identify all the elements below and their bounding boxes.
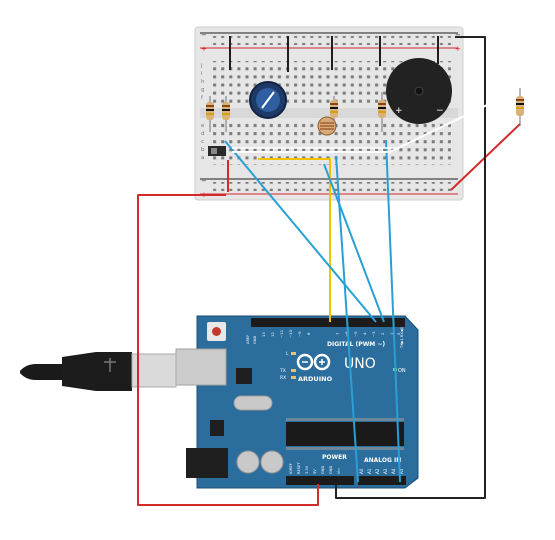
digital-header (251, 318, 405, 327)
row-letter: e (201, 123, 205, 129)
capacitor (236, 450, 260, 474)
resistor[interactable] (206, 96, 214, 132)
digital-pin-label: 7 (335, 332, 340, 335)
digital-pin-label: 0 (396, 332, 401, 335)
resistor[interactable] (516, 88, 524, 126)
on-led-label: ON (398, 368, 406, 374)
power-label: POWER (322, 454, 347, 461)
wire-blue-analog-a0[interactable] (335, 155, 359, 483)
row-letter: c (201, 139, 204, 145)
digital-pin-label: ~11 (279, 329, 284, 338)
regulator (210, 420, 224, 436)
crystal (233, 395, 273, 411)
arduino-uno-board[interactable]: ARDUINO UNO DIGITAL (PWM ~) ANALOG IN PO… (175, 315, 419, 489)
power-pin-label: Vin (337, 468, 341, 474)
capacitor (260, 450, 284, 474)
power-pin-label: GND (329, 466, 333, 474)
resistor[interactable] (222, 96, 230, 132)
wire-blue-digital[interactable] (224, 140, 377, 323)
analog-pin-labels: A0 A1 A2 A3 A4 A5 (359, 468, 404, 474)
wire-blue-analog[interactable] (385, 139, 401, 483)
row-letter: f (201, 95, 204, 101)
breadboard-jumpers (227, 36, 439, 192)
led-rx-label: RX (280, 375, 286, 381)
rail-minus-label: − (201, 31, 207, 39)
digital-pin-label: ~9 (297, 331, 302, 337)
row-letters-top: j i h g f (200, 63, 205, 101)
analog-header (358, 476, 406, 485)
piezo-buzzer[interactable]: + − (386, 58, 452, 124)
digital-pin-label: ~3 (371, 331, 376, 337)
row-letter: b (201, 147, 205, 153)
wires (137, 36, 521, 506)
potentiometer[interactable] (249, 81, 287, 119)
atmega-chip (286, 422, 404, 446)
photoresistor[interactable] (317, 116, 337, 136)
power-header (286, 476, 354, 485)
aref-label: AREF (246, 335, 250, 344)
arduino-logo-text: ARDUINO (298, 375, 333, 383)
rail-plus-label: + (201, 45, 207, 53)
wire-red-5v[interactable] (137, 194, 319, 506)
analog-pin-label: A4 (391, 468, 396, 474)
analog-pin-label: A1 (367, 468, 372, 474)
txrx-label: TX▶1 RX◀0 (400, 326, 404, 349)
digital-pin-label: 13 (261, 332, 266, 337)
digital-pin-label: 1 (389, 332, 394, 335)
analog-pin-label: A5 (399, 468, 404, 474)
digital-pin-label: ~5 (353, 331, 358, 337)
analog-pin-label: A3 (383, 468, 388, 474)
power-pin-label: 3.3V (305, 465, 309, 474)
power-pin-label: RESET (297, 462, 301, 474)
resistor[interactable] (378, 92, 386, 132)
led-tx-label: TX (279, 368, 286, 374)
usb-cable[interactable] (20, 352, 177, 391)
wire-blue-digital-2[interactable] (323, 163, 385, 323)
led-l-label: L (286, 351, 289, 357)
digital-pin-label: 4 (362, 332, 367, 335)
slide-switch[interactable] (208, 146, 226, 156)
row-letter: a (201, 155, 204, 161)
digital-pin-label: 2 (380, 332, 385, 335)
usb-chip (236, 368, 252, 384)
buzzer-plus-label: + (395, 106, 403, 116)
row-letter: j (200, 63, 203, 69)
power-jack (186, 448, 228, 478)
row-letter: h (201, 79, 205, 85)
digital-label: DIGITAL (PWM ~) (327, 341, 385, 348)
row-letter: i (201, 71, 203, 77)
wire-white[interactable] (232, 89, 519, 153)
analog-pin-label: A0 (359, 468, 364, 474)
wire-black-gnd[interactable] (335, 36, 486, 499)
usb-port (175, 348, 227, 386)
row-letters-bottom: e d c b a (201, 123, 205, 161)
power-pin-label: IOREF (289, 463, 293, 474)
power-pin-label: GND (321, 466, 325, 474)
reset-button-cap[interactable] (212, 327, 221, 336)
row-letter: d (201, 131, 205, 137)
rail-minus-label-right: − (455, 31, 461, 39)
arduino-logo (296, 353, 331, 371)
digital-pin-label: ~10 (288, 329, 293, 338)
power-pin-label: 5V (313, 469, 317, 474)
resistor[interactable] (330, 96, 338, 124)
analog-label: ANALOG IN (364, 457, 401, 464)
gnd-label: GND (253, 336, 257, 344)
digital-pin-label: 12 (270, 332, 275, 337)
power-pin-labels: IOREF RESET 3.3V 5V GND GND Vin (289, 462, 341, 474)
analog-pin-label: A2 (375, 468, 380, 474)
digital-pin-label: ~6 (344, 331, 349, 337)
digital-pin-labels: 13 12 ~11 ~10 ~9 8 7 ~6 ~5 4 ~3 2 1 0 (261, 329, 401, 338)
row-letter: g (201, 87, 205, 93)
rail-minus-label-bottom: − (201, 177, 207, 185)
board-model-label: UNO (344, 356, 376, 372)
buzzer-minus-label: − (436, 106, 444, 116)
rail-plus-label-right: + (455, 45, 461, 53)
digital-pin-label: 8 (306, 332, 311, 335)
